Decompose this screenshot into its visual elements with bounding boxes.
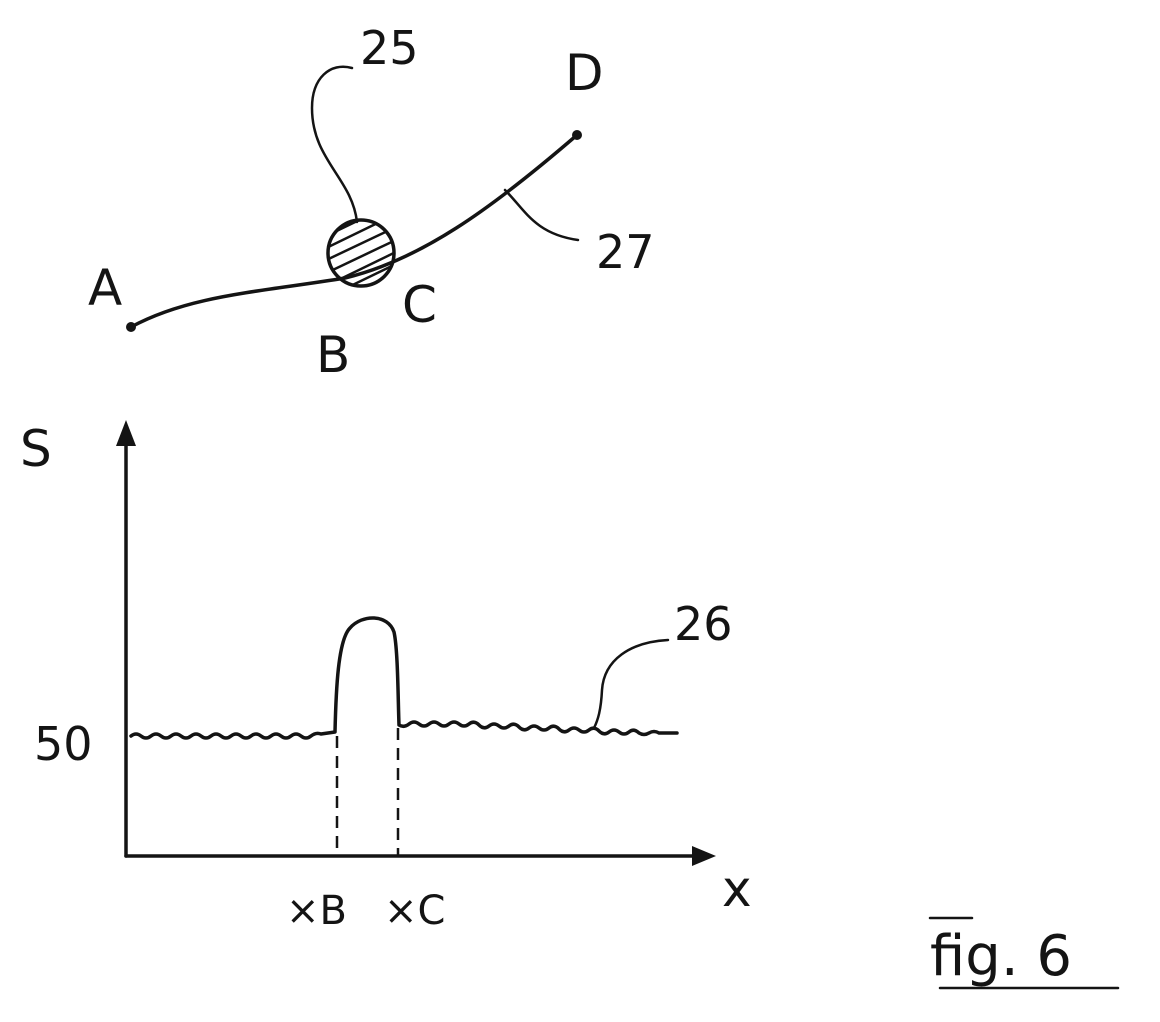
- x-axis-label: x: [722, 860, 752, 918]
- signal-curve-26: [129, 616, 679, 740]
- trajectory-path-27: [129, 133, 579, 329]
- point-a-label: A: [88, 259, 122, 317]
- x-axis-arrowhead: [692, 846, 716, 866]
- point-c-label: C: [402, 276, 437, 334]
- leader-line-26: [592, 638, 670, 730]
- baseline-value-label: 50: [34, 717, 93, 771]
- xc-label: ×C: [384, 888, 445, 934]
- figure-caption: fig. 6: [930, 924, 1072, 989]
- xb-label: ×B: [286, 888, 347, 934]
- point-b-label: B: [316, 326, 350, 384]
- signal-graph: S x 50 ×B ×C 26: [20, 420, 752, 934]
- point-d-label: D: [565, 44, 604, 102]
- figure-caption-group: fig. 6: [928, 916, 1120, 990]
- reference-26-label: 26: [674, 597, 733, 651]
- point-a-dot: [126, 322, 136, 332]
- leader-line-27: [503, 188, 580, 242]
- sensor-25-circle: [326, 218, 396, 288]
- reference-27-label: 27: [596, 225, 655, 279]
- trajectory-sketch: A B C D 25 27: [88, 21, 655, 384]
- y-axis-arrowhead: [116, 420, 136, 446]
- y-axis-label: S: [20, 420, 52, 478]
- leader-line-25: [310, 65, 359, 224]
- point-d-dot: [572, 130, 582, 140]
- reference-25-label: 25: [360, 21, 419, 75]
